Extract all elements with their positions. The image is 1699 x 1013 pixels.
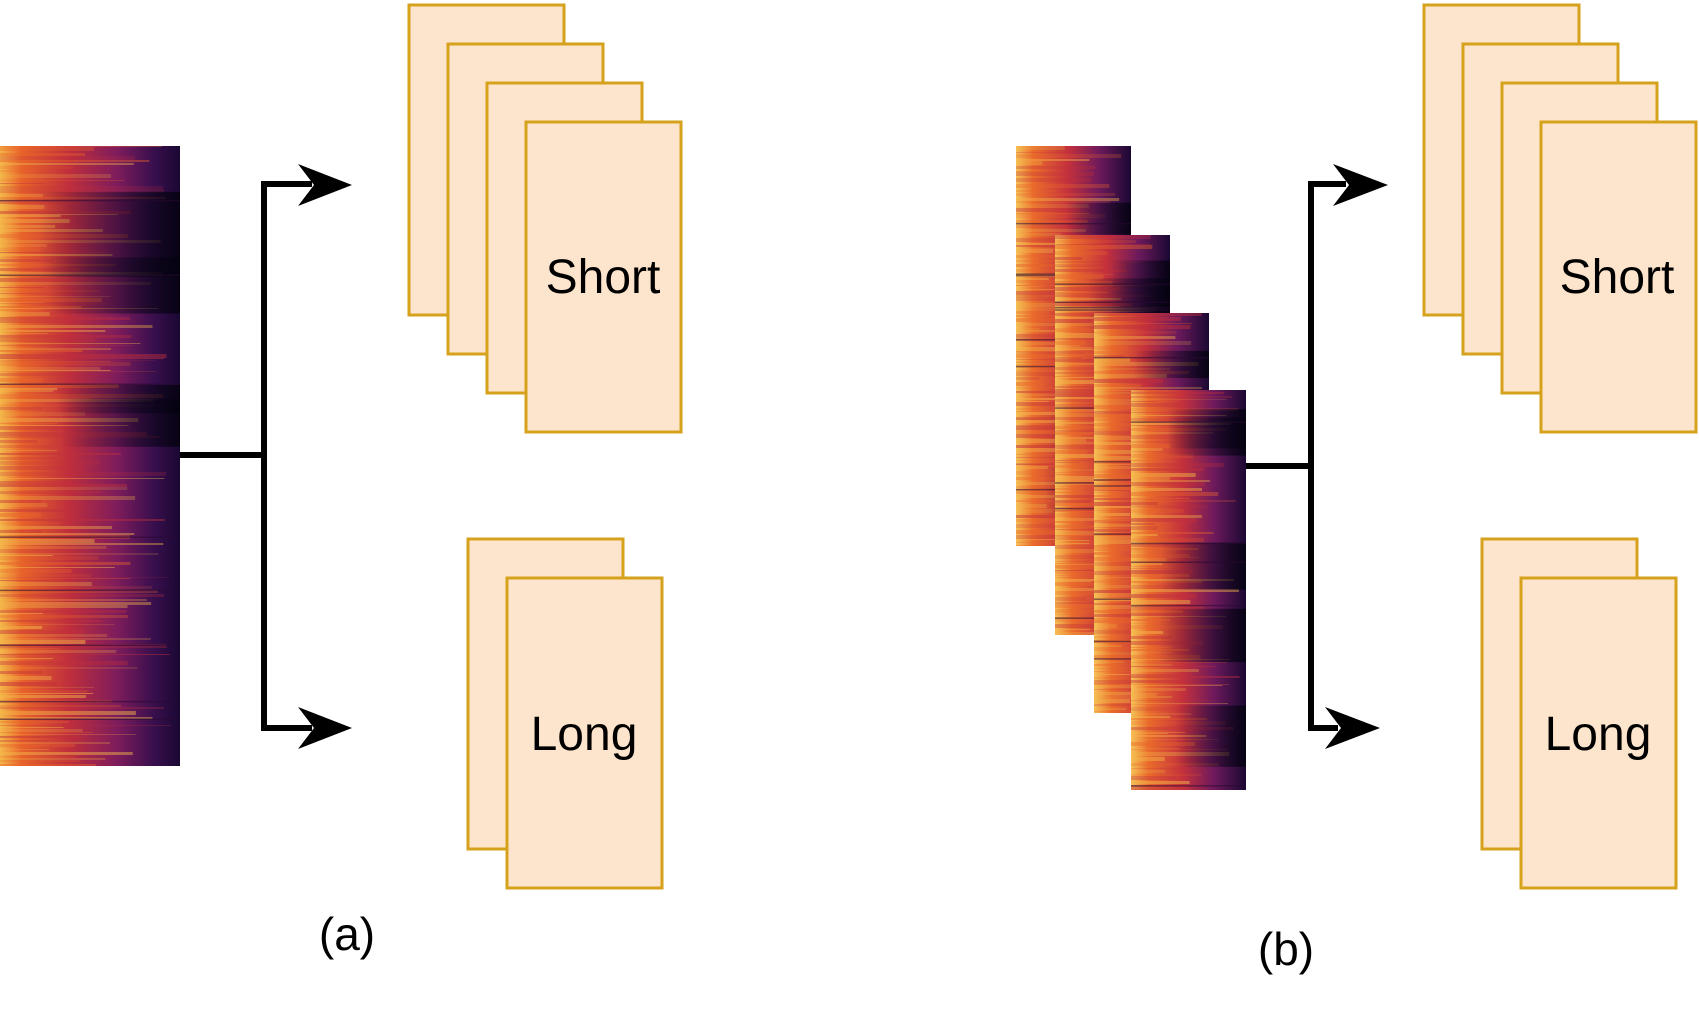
- long-card-stack-a: [466, 537, 664, 890]
- short-label-a: Short: [546, 251, 661, 304]
- caption-a: (a): [319, 908, 375, 960]
- long-card: [1519, 576, 1678, 890]
- short-label-b: Short: [1560, 251, 1675, 304]
- arrowhead-icon: [1325, 707, 1380, 749]
- panel-a: Short Long (a): [0, 3, 683, 960]
- short-card-stack-b: [1422, 3, 1698, 434]
- arrowhead-icon: [1333, 164, 1388, 206]
- spectrogram-a: [0, 146, 181, 766]
- long-card: [505, 576, 664, 890]
- panel-b: Short Long (b): [1016, 3, 1698, 975]
- long-label-b: Long: [1545, 708, 1652, 761]
- splitter-b: [1246, 181, 1346, 731]
- spectrogram-b-4: [1131, 390, 1246, 790]
- arrowhead-icon: [298, 164, 352, 206]
- caption-b: (b): [1258, 923, 1314, 975]
- arrowhead-icon: [298, 707, 352, 749]
- short-card-stack-a: [407, 3, 683, 434]
- short-card: [524, 120, 683, 434]
- short-card: [1539, 120, 1698, 434]
- long-label-a: Long: [531, 708, 638, 761]
- long-card-stack-b: [1480, 537, 1678, 890]
- splitter-a: [180, 181, 312, 731]
